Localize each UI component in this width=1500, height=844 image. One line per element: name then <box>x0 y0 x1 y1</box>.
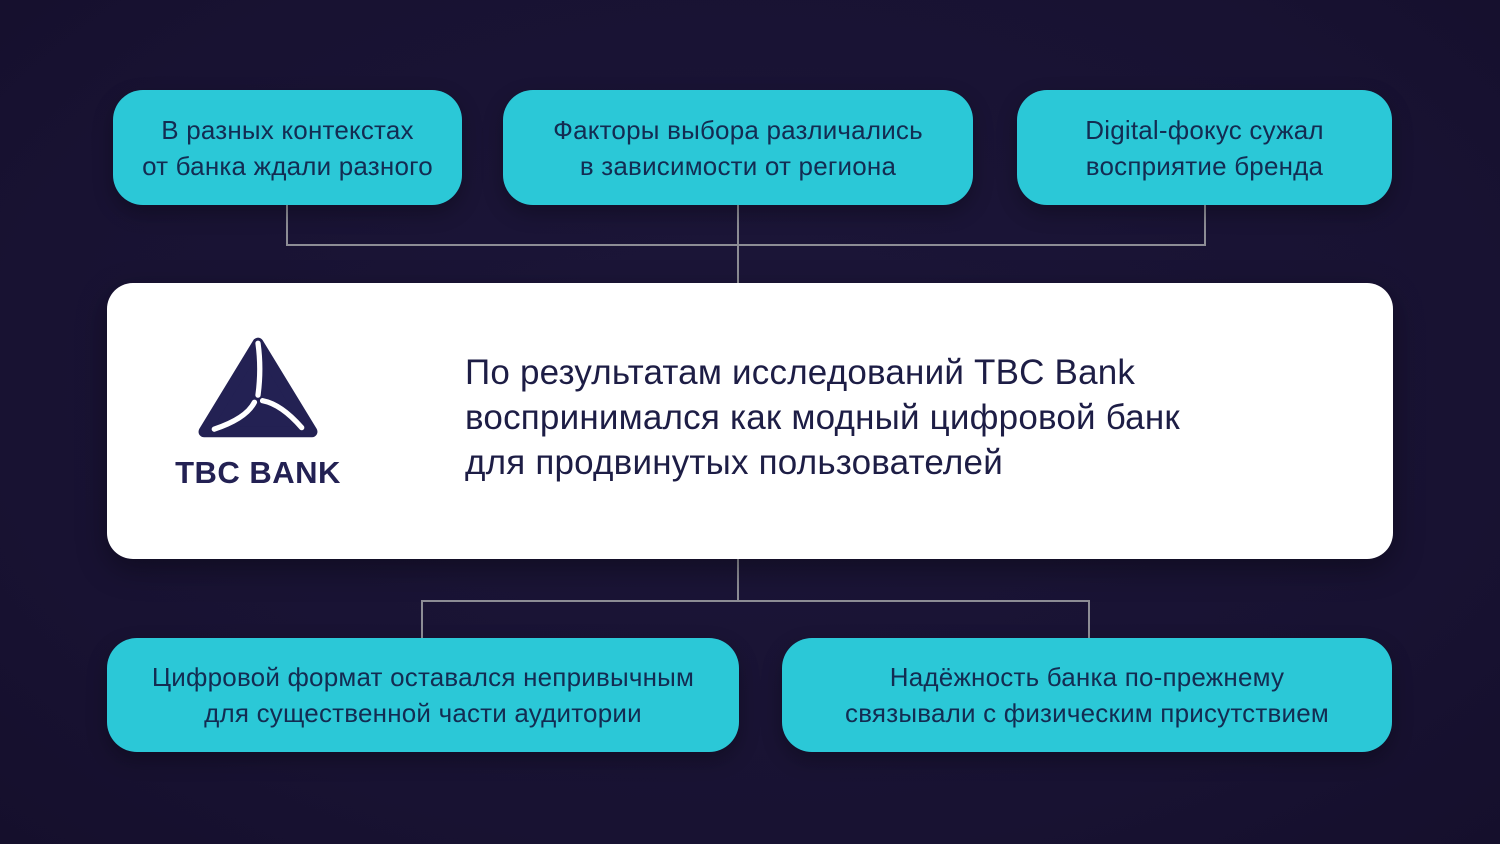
connector-line <box>736 558 739 602</box>
top-card-region-factors: Факторы выбора различались в зависимости… <box>503 90 973 205</box>
top-card-digital-focus: Digital-фокус сужал восприятие бренда <box>1017 90 1392 205</box>
connector-line <box>1087 599 1090 639</box>
connector-line <box>1203 204 1206 246</box>
main-summary-card: TBC BANK По результатам исследований TBC… <box>107 283 1393 559</box>
connector-line <box>420 599 423 639</box>
connector-line <box>420 599 1090 602</box>
tbc-bank-logo: TBC BANK <box>146 331 370 491</box>
bottom-card-reliability: Надёжность банка по-прежнему связывали с… <box>782 638 1392 752</box>
top-card-contexts: В разных контекстах от банка ждали разно… <box>113 90 462 205</box>
main-summary-text: По результатам исследований TBC Bank вос… <box>465 353 1180 482</box>
tbc-bank-wordmark: TBC BANK <box>175 455 341 490</box>
bottom-card-digital-format: Цифровой формат оставался непривычным дл… <box>107 638 739 752</box>
connector-line <box>285 243 1206 246</box>
connector-line <box>285 204 288 246</box>
tbc-triangle-logo-icon <box>198 337 318 438</box>
